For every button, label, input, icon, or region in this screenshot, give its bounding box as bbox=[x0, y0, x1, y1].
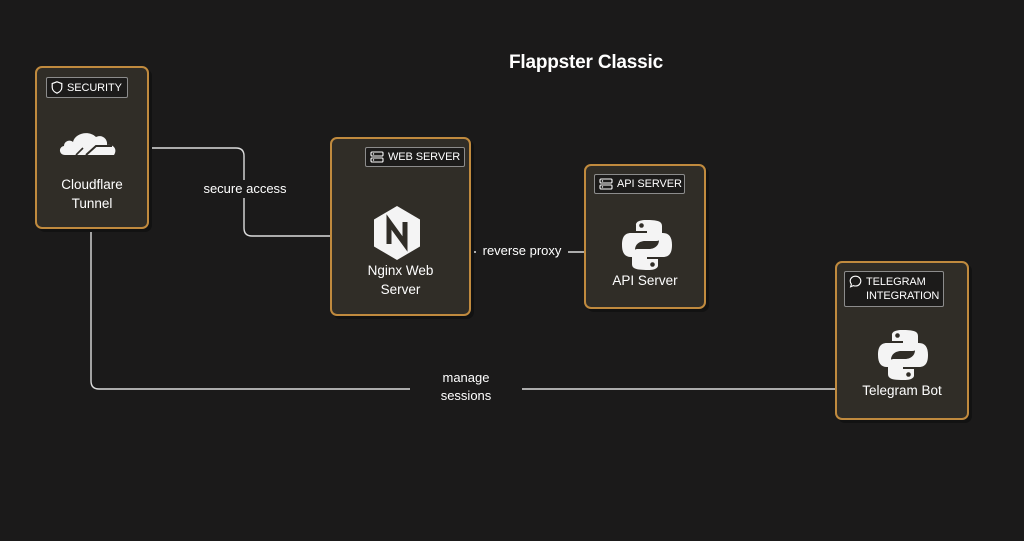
badge-api-server: API SERVER bbox=[594, 174, 685, 194]
node-label-line1: Nginx Web bbox=[367, 263, 434, 278]
server-icon bbox=[370, 151, 384, 163]
badge-api-server-label: API SERVER bbox=[617, 178, 682, 190]
edge-label-reverse-proxy: reverse proxy bbox=[476, 242, 568, 260]
node-label-line1: Cloudflare bbox=[61, 177, 123, 192]
node-label: Cloudflare Tunnel bbox=[37, 175, 147, 213]
node-label: Nginx Web Server bbox=[332, 261, 469, 299]
node-label-line2: Server bbox=[380, 282, 421, 297]
node-label-line2: Tunnel bbox=[71, 196, 113, 211]
node-label-line1: API Server bbox=[612, 273, 678, 288]
badge-security: SECURITY bbox=[46, 77, 128, 98]
python-icon bbox=[619, 217, 675, 278]
shield-icon bbox=[51, 81, 63, 94]
edge-label-secure-access: secure access bbox=[193, 180, 297, 198]
node-api-server[interactable]: API SERVER API Server bbox=[584, 164, 706, 309]
nginx-icon bbox=[372, 205, 422, 266]
node-label: Telegram Bot bbox=[837, 381, 967, 400]
node-label: API Server bbox=[586, 271, 704, 290]
node-cloudflare-tunnel[interactable]: SECURITY Cloudflare Tunnel bbox=[35, 66, 149, 229]
badge-security-label: SECURITY bbox=[67, 81, 122, 94]
node-telegram-bot[interactable]: TELEGRAM INTEGRATION Telegram Bot bbox=[835, 261, 969, 420]
node-nginx-web-server[interactable]: WEB SERVER Nginx Web Server bbox=[330, 137, 471, 316]
python-icon bbox=[875, 327, 931, 388]
badge-telegram-label: TELEGRAM INTEGRATION bbox=[866, 276, 940, 302]
edge-label-manage-sessions: manage sessions bbox=[410, 369, 522, 405]
badge-web-server-label: WEB SERVER bbox=[388, 151, 461, 163]
cloudflare-icon bbox=[56, 128, 122, 163]
edge-label-line1: manage bbox=[442, 370, 490, 385]
badge-telegram-integration: TELEGRAM INTEGRATION bbox=[844, 271, 944, 307]
badge-web-server: WEB SERVER bbox=[365, 147, 465, 167]
diagram-title: Flappster Classic bbox=[509, 52, 663, 73]
edge-label-line2: sessions bbox=[440, 388, 492, 403]
node-label-line1: Telegram Bot bbox=[862, 383, 942, 398]
chat-bubble-icon bbox=[849, 275, 862, 288]
server-icon bbox=[599, 178, 613, 190]
